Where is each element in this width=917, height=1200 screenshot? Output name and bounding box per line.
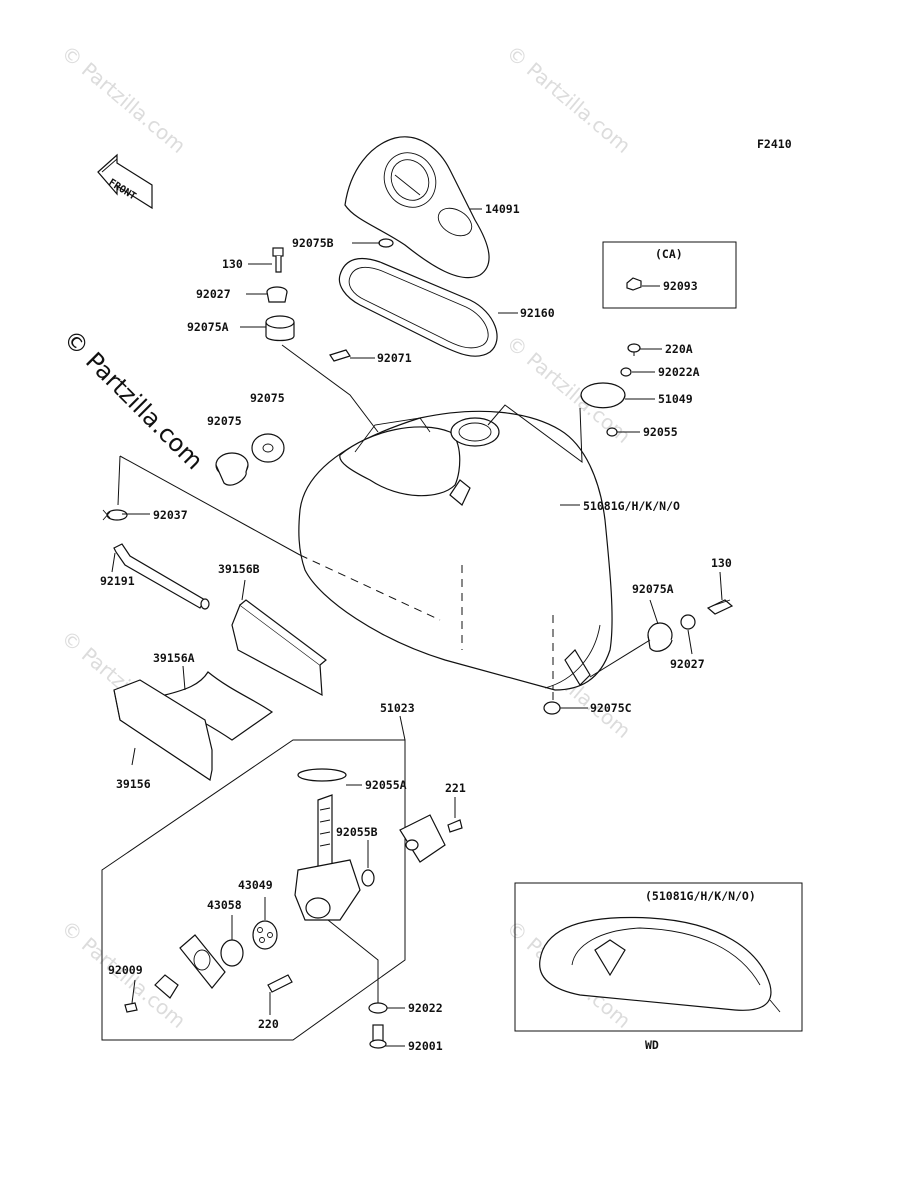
part-label: 92075 [250,391,285,405]
pad-39156B-part [231,599,327,697]
screw-92009-part [124,1002,138,1013]
meter-cover-part [344,136,490,279]
clamp-92037-part [102,509,128,521]
oring-43058-part [220,939,244,967]
washer-92022-part [368,1002,388,1014]
part-label: 92027 [196,287,231,301]
fuel-tank-part [298,410,613,691]
oring-92055-part [606,427,618,437]
part-label: 92075 [207,414,242,428]
side-watermark: © Partzilla.com [58,324,209,475]
inset-box: (51081G/H/K/N/O) [514,882,803,1032]
damper-92075A-part [265,315,295,342]
part-label: 92075B [292,236,334,250]
lever-knob-part [154,974,179,999]
part-label: 92075A [632,582,674,596]
part-label: 51081G/H/K/N/O [583,499,680,513]
part-label: 92191 [100,574,135,588]
part-label: 92093 [663,279,698,293]
part-label: 92075C [590,701,632,715]
part-labels: 14091 92075B 130 92027 92075A 92160 9207… [100,202,732,1053]
watermark: © Partzilla.com [502,40,636,158]
part-label: 39156B [218,562,260,576]
ca-box: (CA) [602,241,737,309]
cap-51049-part [580,382,626,409]
bolt-130-part [272,247,284,273]
damper-92075A-part [647,622,673,652]
oring-92055B-part [361,869,375,887]
part-label: 43049 [238,878,273,892]
petcock-part [294,794,361,921]
part-label: 92022 [408,1001,443,1015]
grommet-92075B-part [378,238,394,248]
trim-gasket-part [338,257,498,357]
part-label: 51049 [658,392,693,406]
part-label: 92071 [377,351,412,365]
part-label: 43058 [207,898,242,912]
gasket-43049-part [252,920,278,950]
washer-92022A-part [620,367,632,377]
part-label: 39156A [153,651,195,665]
part-label: 92160 [520,306,555,320]
figure-code: F2410 [757,137,792,151]
damper-92075-part [215,452,249,486]
part-label: 92027 [670,657,705,671]
inset-label: (51081G/H/K/N/O) [645,889,756,903]
part-label: 92055B [336,825,378,839]
petcock-group-frame [101,739,406,1041]
watermark: © Partzilla.com [57,40,191,158]
screw-221-part [447,819,463,833]
clip-92071-part [329,349,351,362]
part-label: 130 [222,257,243,271]
part-label: 92037 [153,508,188,522]
part-label: 220 [258,1017,279,1031]
part-label: 39156 [116,777,151,791]
collar-92027-part [266,286,288,303]
screw-220-part [267,974,293,993]
cover-plate-part [399,814,446,863]
part-label: 220A [665,342,693,356]
bolt-130-part [706,599,734,615]
part-label: 130 [711,556,732,570]
part-label: 92022A [658,365,700,379]
leader-lines [111,208,723,1047]
front-arrow-icon: FRONT [97,153,153,210]
collar-92027-part [680,614,696,630]
hose-92191-part [113,543,210,610]
part-label: 14091 [485,202,520,216]
lever-plate-part [179,934,226,989]
wd-label: WD [645,1038,659,1052]
part-label: 92055A [365,778,407,792]
part-label: 92001 [408,1039,443,1053]
part-label: 92055 [643,425,678,439]
part-label: 92075A [187,320,229,334]
screw-220A-part [627,343,641,356]
bolt-92001-part [369,1024,387,1049]
ca-label: (CA) [655,247,683,261]
pad-39156-part [113,679,213,781]
part-label: 221 [445,781,466,795]
damper-92075-part [251,433,285,463]
oring-92055A-part [297,768,347,782]
part-label: 92009 [108,963,143,977]
grommet-92075C-part [543,701,561,715]
part-label: 51023 [380,701,415,715]
